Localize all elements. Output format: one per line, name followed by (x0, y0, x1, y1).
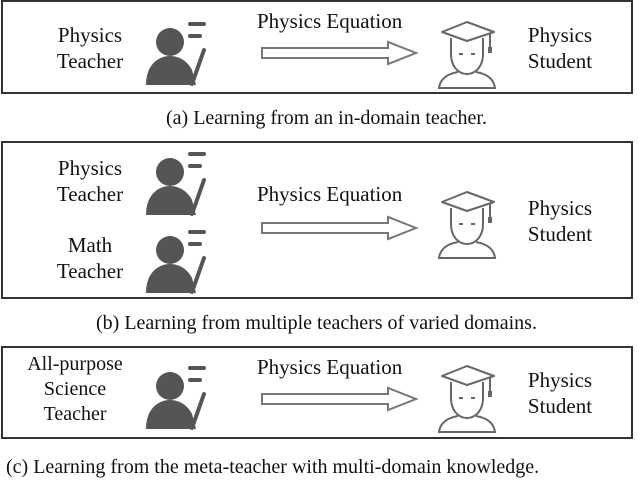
caption-a: (a) Learning from an in-domain teacher. (166, 107, 487, 129)
panel-c (1, 346, 633, 439)
student-label: Physics Student (527, 23, 593, 73)
teacher-label-physics: Physics Teacher (56, 156, 124, 206)
teacher-icon (140, 354, 220, 434)
right-arrow-icon (260, 40, 420, 66)
graduate-student-icon (432, 354, 502, 434)
arrow-label: Physics Equation (257, 182, 403, 206)
caption-b: (b) Learning from multiple teachers of v… (96, 312, 537, 334)
arrow-label: Physics Equation (257, 9, 403, 33)
teacher-icon (140, 218, 220, 298)
graduate-student-icon (432, 10, 502, 90)
teacher-label-physics: Physics Teacher (56, 23, 124, 73)
panel-b (1, 141, 633, 299)
teacher-icon (140, 140, 220, 220)
graduate-student-icon (432, 180, 502, 260)
student-label: Physics Student (527, 368, 593, 418)
right-arrow-icon (260, 215, 420, 241)
arrow-label: Physics Equation (257, 355, 403, 379)
right-arrow-icon (260, 386, 420, 412)
teacher-label-math: Math Teacher (56, 233, 124, 283)
student-label: Physics Student (527, 196, 593, 246)
caption-c: (c) Learning from the meta-teacher with … (6, 456, 540, 478)
teacher-icon (140, 10, 220, 90)
teacher-label-all-purpose: All-purpose Science Teacher (27, 353, 123, 425)
